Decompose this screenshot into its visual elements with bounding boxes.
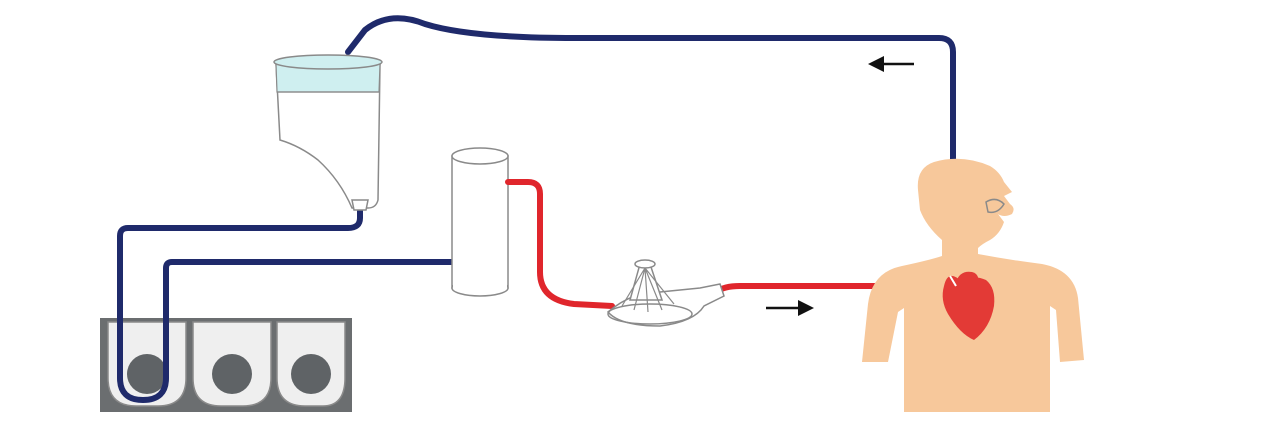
reservoir-outlet xyxy=(351,199,369,211)
flow-arrows xyxy=(766,56,914,316)
cannula-tip xyxy=(949,275,957,287)
oxygenator-top xyxy=(451,147,509,165)
heart-icon xyxy=(942,271,995,340)
arterial-flow-arrow-right xyxy=(766,300,814,316)
pump-fins xyxy=(621,267,675,313)
oxygenator-bottom-mask xyxy=(453,279,507,288)
reservoir-rim xyxy=(273,54,383,70)
sample-sphere-1 xyxy=(127,354,167,394)
reservoir-to-well-line xyxy=(117,203,457,403)
venous-reservoir xyxy=(273,54,383,211)
pump-top-cap xyxy=(634,259,656,269)
heart-shape xyxy=(942,275,995,340)
sample-sphere-2 xyxy=(212,354,252,394)
arrow-head xyxy=(868,56,884,72)
pump-base xyxy=(607,303,693,325)
venous-return-line xyxy=(345,15,956,275)
arrow-head xyxy=(798,300,814,316)
oxygenator xyxy=(451,147,509,297)
centrifugal-pump xyxy=(606,259,725,327)
patient-mouth xyxy=(985,198,1005,214)
venous-flow-arrow-left xyxy=(868,56,914,72)
oxygenator-to-pump-line xyxy=(505,179,615,309)
reservoir-body xyxy=(275,63,381,209)
sample-sphere-3 xyxy=(291,354,331,394)
venous-tubing xyxy=(117,15,956,403)
oxygenator-body xyxy=(451,155,509,289)
heart-vessels xyxy=(956,271,979,284)
